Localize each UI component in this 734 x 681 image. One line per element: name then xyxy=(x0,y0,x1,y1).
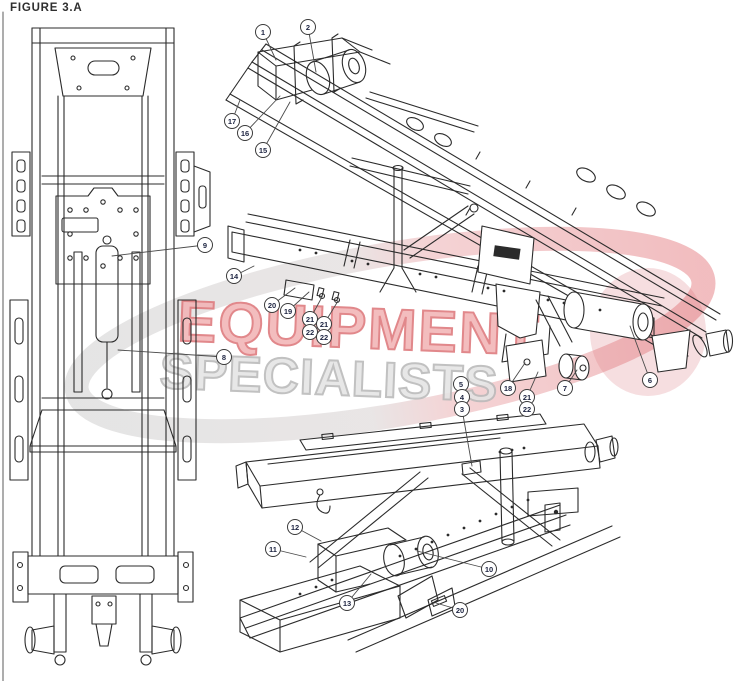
callout-2: 2 xyxy=(300,19,316,35)
callout-9: 9 xyxy=(197,237,213,253)
plan-view-drawing xyxy=(9,27,211,666)
callout-13: 13 xyxy=(339,595,355,611)
callout-22: 22 xyxy=(316,329,332,345)
callout-6: 6 xyxy=(642,372,658,388)
swoosh-ring xyxy=(64,226,716,444)
callout-17: 17 xyxy=(224,113,240,129)
callout-16: 16 xyxy=(237,125,253,141)
callout-11: 11 xyxy=(265,541,281,557)
callout-10: 10 xyxy=(481,561,497,577)
callout-18: 18 xyxy=(500,380,516,396)
callout-20: 20 xyxy=(452,602,468,618)
lowered-deck-drawing xyxy=(235,413,621,653)
callout-7: 7 xyxy=(557,380,573,396)
bolt-dots xyxy=(298,248,602,596)
callout-8: 8 xyxy=(216,349,232,365)
callout-22: 22 xyxy=(519,401,535,417)
callout-19: 19 xyxy=(280,303,296,319)
callout-1: 1 xyxy=(255,24,271,40)
callout-20: 20 xyxy=(264,297,280,313)
callout-15: 15 xyxy=(255,142,271,158)
callout-3: 3 xyxy=(454,401,470,417)
callout-14: 14 xyxy=(226,268,242,284)
tilted-deck-drawing xyxy=(225,33,734,383)
callout-12: 12 xyxy=(287,519,303,535)
figure-label: FIGURE 3.A xyxy=(10,2,83,14)
callout-5: 5 xyxy=(453,376,469,392)
